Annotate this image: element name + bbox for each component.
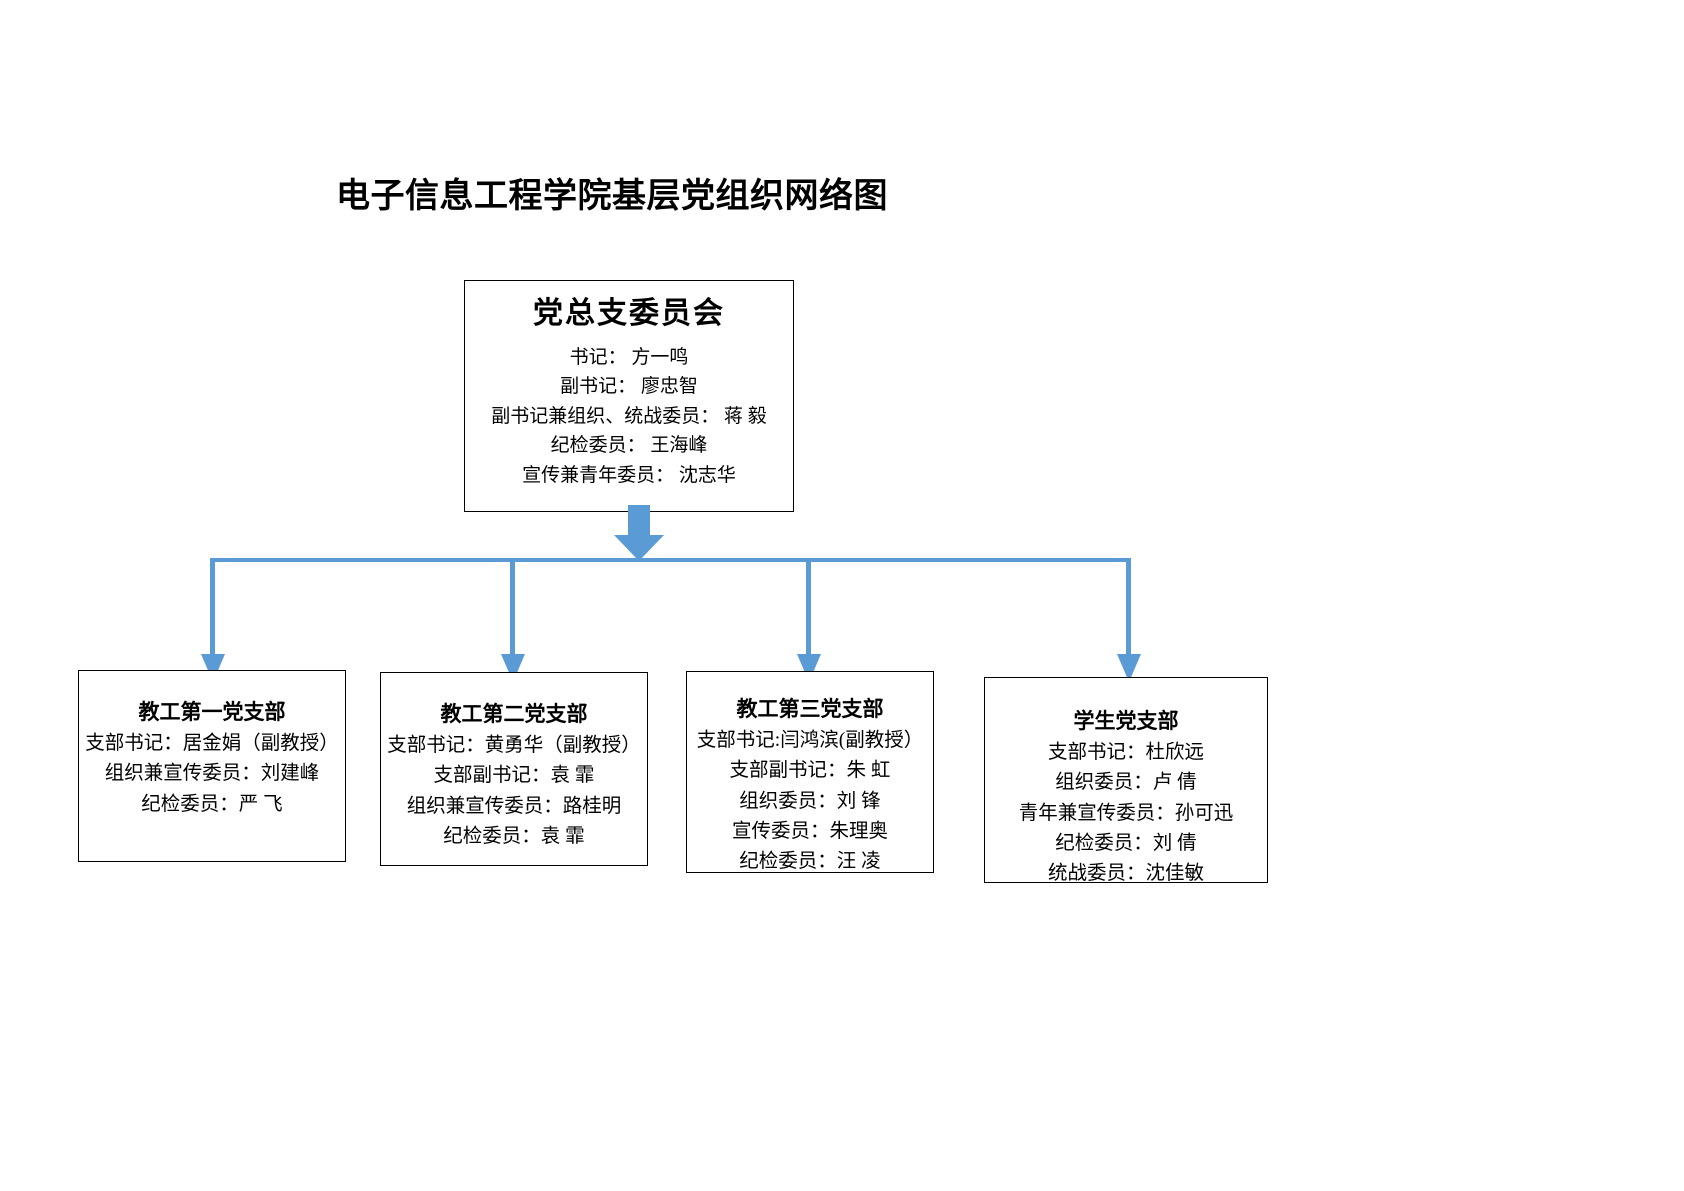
node-line-deputy-org-united-front: 副书记兼组织、统战委员： 蒋 毅 bbox=[491, 405, 767, 427]
node-line-branch-secretary: 支部书记：黄勇华（副教授） bbox=[387, 735, 641, 757]
node-line-branch-secretary: 支部书记：居金娟（副教授） bbox=[85, 733, 339, 755]
node-line-youth-publicity-member: 青年兼宣传委员：孙可迅 bbox=[1018, 802, 1234, 824]
node-faculty-branch-3: 教工第三党支部 支部书记:闫鸿滨(副教授） 支部副书记：朱 虹 组织委员：刘 锋… bbox=[686, 671, 934, 873]
node-student-branch: 学生党支部 支部书记：杜欣远 组织委员：卢 倩 青年兼宣传委员：孙可迅 纪检委员… bbox=[984, 677, 1268, 884]
branch-down-arrow-icon-4 bbox=[1117, 558, 1141, 682]
node-line-deputy-secretary: 支部副书记：朱 虹 bbox=[729, 760, 891, 782]
branch-down-arrow-icon-2 bbox=[501, 558, 525, 682]
node-line-discipline-member: 纪检委员：严 飞 bbox=[141, 793, 283, 815]
node-party-general-branch-committee: 党总支委员会 书记： 方一鸣 副书记： 廖忠智 副书记兼组织、统战委员： 蒋 毅… bbox=[464, 280, 794, 512]
node-line-discipline-member: 纪检委员：汪 凌 bbox=[739, 851, 881, 873]
node-line-discipline-member: 纪检委员：刘 倩 bbox=[1055, 832, 1197, 854]
connector-horizontal-bus bbox=[211, 558, 1131, 562]
branch-down-arrow-icon-1 bbox=[201, 558, 225, 682]
node-line-discipline-member: 纪检委员：袁 霏 bbox=[443, 825, 585, 847]
node-line-deputy-secretary: 支部副书记：袁 霏 bbox=[433, 765, 595, 787]
node-title: 党总支委员会 bbox=[533, 297, 725, 330]
node-line-discipline-member: 纪检委员： 王海峰 bbox=[550, 435, 708, 457]
node-line-branch-secretary: 支部书记：杜欣远 bbox=[1047, 742, 1204, 764]
node-title: 教工第二党支部 bbox=[440, 702, 588, 726]
node-line-united-front-member: 统战委员：沈佳敏 bbox=[1047, 863, 1204, 885]
node-faculty-branch-1: 教工第一党支部 支部书记：居金娟（副教授） 组织兼宣传委员：刘建峰 纪检委员：严… bbox=[78, 670, 346, 862]
page-title: 电子信息工程学院基层党组织网络图 bbox=[336, 177, 888, 215]
node-title: 学生党支部 bbox=[1073, 709, 1179, 733]
node-line-org-publicity-member: 组织兼宣传委员：路桂明 bbox=[406, 795, 622, 817]
node-title: 教工第三党支部 bbox=[736, 697, 884, 721]
node-line-deputy-secretary: 副书记： 廖忠智 bbox=[560, 376, 698, 398]
node-line-branch-secretary: 支部书记:闫鸿滨(副教授） bbox=[696, 730, 924, 752]
down-arrow-icon bbox=[614, 505, 664, 561]
node-line-publicity-youth-member: 宣传兼青年委员： 沈志华 bbox=[522, 465, 736, 486]
node-faculty-branch-2: 教工第二党支部 支部书记：黄勇华（副教授） 支部副书记：袁 霏 组织兼宣传委员：… bbox=[380, 672, 648, 866]
node-line-org-publicity-member: 组织兼宣传委员：刘建峰 bbox=[104, 763, 320, 785]
node-line-publicity-member: 宣传委员：朱理奥 bbox=[731, 820, 888, 842]
node-line-org-member: 组织委员：刘 锋 bbox=[739, 790, 881, 812]
node-line-org-member: 组织委员：卢 倩 bbox=[1055, 772, 1197, 794]
branch-down-arrow-icon-3 bbox=[797, 558, 821, 682]
node-line-secretary: 书记： 方一鸣 bbox=[569, 346, 689, 368]
node-title: 教工第一党支部 bbox=[138, 700, 286, 724]
